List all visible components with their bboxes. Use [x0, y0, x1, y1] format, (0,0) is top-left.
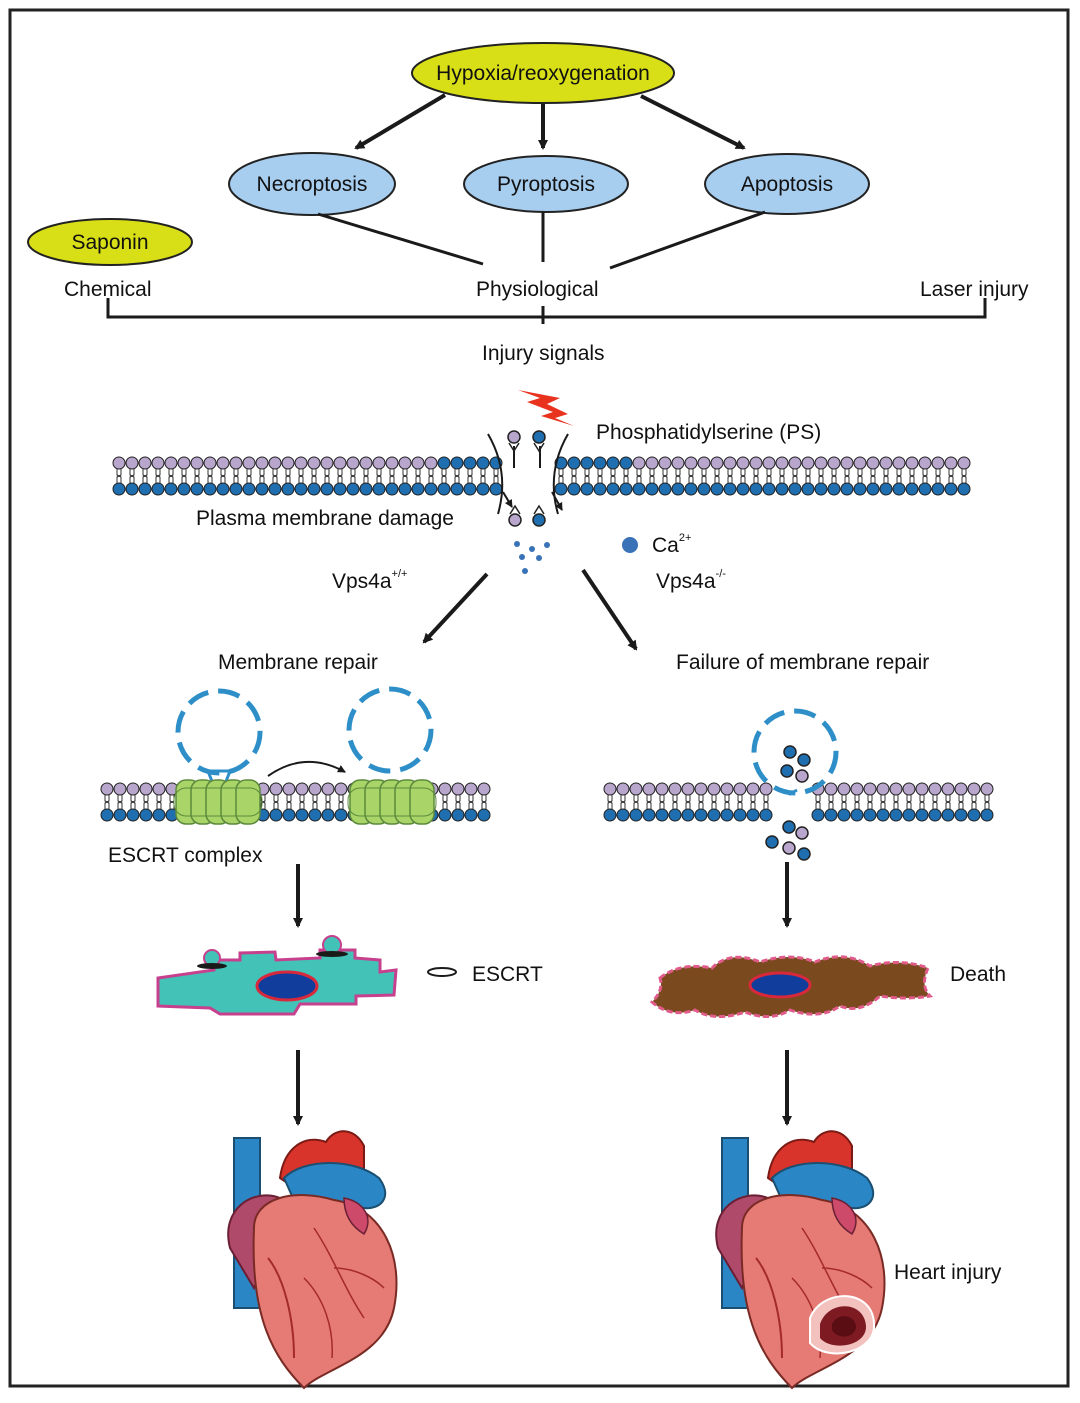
calcium-legend-dot [622, 537, 638, 553]
calcium-label: Ca2+ [652, 532, 692, 557]
pyroptosis-node [463, 155, 629, 213]
saponin-node [27, 218, 193, 266]
pm-damage-label: Plasma membrane damage [196, 507, 454, 530]
heart-injury-label: Heart injury [894, 1261, 1002, 1284]
escrt-label: ESCRT [472, 963, 543, 986]
damage-site [487, 433, 569, 515]
escrt-complex [173, 779, 437, 825]
healthy-cell [156, 935, 398, 1016]
pyroptosis-label: Pyroptosis [496, 173, 596, 196]
repair-vesicles [175, 686, 434, 776]
plasma-membrane [112, 456, 971, 496]
repair-label: Membrane repair [218, 651, 378, 674]
converge-lines [317, 210, 766, 270]
figure-border [8, 8, 1070, 1388]
failed-vesicle [751, 708, 839, 796]
injured-heart [715, 1130, 886, 1390]
laser-label: Laser injury [920, 278, 1029, 301]
vps4a-wt-label: Vps4a+/+ [332, 568, 408, 593]
ps-label: Phosphatidylserine (PS) [596, 421, 822, 444]
hypoxia-node [411, 42, 675, 104]
injury-signals-label: Injury signals [482, 342, 605, 365]
saponin-label: Saponin [71, 231, 149, 254]
chemical-label: Chemical [64, 278, 152, 301]
necroptosis-node [228, 152, 396, 216]
damage-arrows [502, 491, 563, 511]
hypoxia-arrows [354, 93, 746, 150]
vps4a-ko-label: Vps4a-/- [656, 568, 726, 593]
failure-label: Failure of membrane repair [676, 651, 930, 674]
necroptosis-label: Necroptosis [256, 173, 368, 196]
death-label: Death [950, 963, 1007, 986]
dead-cell [649, 955, 934, 1018]
bracket [106, 298, 987, 324]
healthy-heart [227, 1130, 398, 1390]
apoptosis-node [704, 153, 870, 215]
live-nucleus [255, 970, 319, 1002]
apoptosis-label: Apoptosis [740, 173, 834, 196]
branch-arrows [422, 568, 638, 651]
leaking-lipids [765, 745, 811, 861]
lightning-icon [518, 390, 574, 426]
down-arrows [293, 862, 792, 1126]
ruptured-membrane [603, 782, 994, 822]
dead-nucleus [748, 971, 812, 999]
ps-lipids [507, 430, 546, 527]
escrt-legend-icon [427, 967, 457, 977]
escrt-complex-label: ESCRT complex [108, 844, 263, 867]
physiological-label: Physiological [476, 278, 599, 301]
calcium-ions [514, 541, 550, 574]
hypoxia-label: Hypoxia/reoxygenation [436, 62, 650, 85]
translocation-arrow [267, 761, 346, 777]
